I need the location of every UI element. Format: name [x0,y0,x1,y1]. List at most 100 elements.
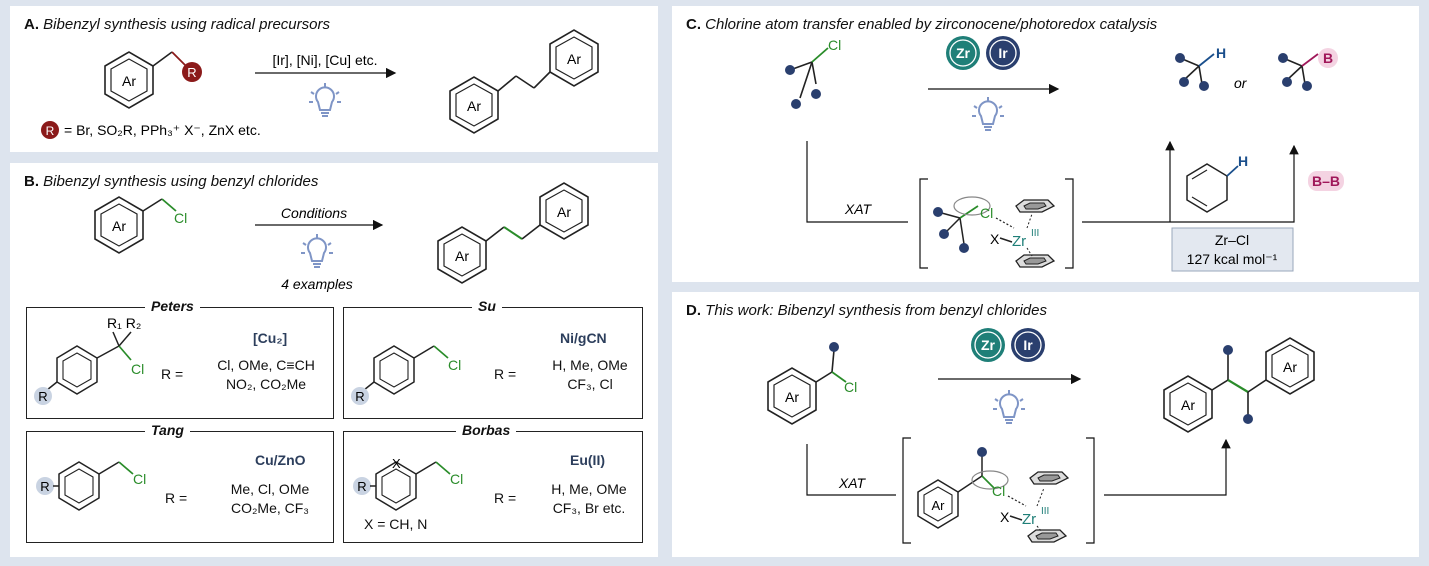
benzyl-r-structure: R Ar [104,51,202,109]
panel-c: C. Chlorine atom transfer enabled by zir… [672,6,1419,282]
svg-text:R: R [357,479,366,494]
svg-text:= Br, SO₂R, PPh₃⁺ X⁻, ZnX etc.: = Br, SO₂R, PPh₃⁺ X⁻, ZnX etc. [64,122,261,138]
tang-label: Tang [145,422,190,438]
peters-r-eq: R = [161,366,184,382]
svg-text:R₁ R₂: R₁ R₂ [107,315,141,331]
svg-text:Ar: Ar [557,204,571,220]
light-bulb-icon [992,389,1026,424]
svg-text:Ar: Ar [467,98,481,114]
panel-d-scheme: Ar Cl Zr Ir Ar [767,328,1315,544]
svg-text:Ar: Ar [1283,359,1297,375]
svg-text:III: III [1031,228,1039,239]
panel-a-title: A. Bibenzyl synthesis using radical prec… [24,16,330,33]
alkyl-chloride-structure: Cl [785,37,841,109]
alkane-product-structure: H [1175,45,1226,91]
panel-d: D. This work: Bibenzyl synthesis from be… [672,292,1419,557]
svg-text:Zr: Zr [1022,511,1036,528]
svg-text:Ir: Ir [1023,337,1033,353]
svg-text:R: R [46,124,55,138]
svg-text:III: III [1041,506,1049,517]
borbas-x-note: X = CH, N [364,516,428,532]
ir-catalyst-icon: Ir [986,36,1020,70]
panel-d-title: D. This work: Bibenzyl synthesis from be… [686,302,1047,319]
light-bulb-icon [971,96,1005,131]
borbas-structure: X R Cl [353,456,463,511]
benzyl-chloride-structure: Ar Cl [94,196,187,254]
boronate-product-structure: B [1278,48,1338,91]
svg-text:Ar: Ar [785,389,799,405]
svg-text:Zr: Zr [956,45,971,61]
svg-text:Conditions: Conditions [281,205,347,221]
svg-text:Ar: Ar [932,498,946,513]
svg-text:Ar: Ar [1181,397,1195,413]
coupling-path [1104,438,1231,496]
zr-catalyst-icon: Zr [971,328,1005,362]
panel-a-scheme: R Ar [Ir], [Ni], [Cu] etc. Ar Ar R = Br,… [41,29,599,139]
svg-text:R: R [40,479,49,494]
borbas-box: Borbas X R Cl X = CH, N Eu(II) R = H, Me… [343,422,643,543]
svg-text:Ar: Ar [567,51,581,67]
su-r-eq: R = [494,366,517,382]
dimethyl-bibenzyl-product-structure: Ar Ar [1163,337,1315,433]
panel-b-title: B. Bibenzyl synthesis using benzyl chlor… [24,173,319,190]
svg-text:B–B: B–B [1312,173,1340,189]
svg-text:X: X [1000,509,1010,525]
light-bulb-icon [308,82,342,117]
svg-text:B: B [1323,50,1333,66]
tang-structure: R Cl [36,461,146,511]
right-bracket [1065,178,1074,269]
svg-text:Cl: Cl [131,361,144,377]
xat-path [806,444,896,496]
peters-structure: R Cl R₁ R₂ [34,315,144,405]
svg-text:or: or [1234,75,1248,91]
panel-b: B. Bibenzyl synthesis using benzyl chlor… [10,163,658,557]
svg-text:XAT: XAT [844,201,873,217]
borbas-catalyst: Eu(II) [570,452,605,468]
light-bulb-icon [300,233,334,268]
svg-text:Zr: Zr [981,337,996,353]
su-structure: R Cl [351,345,461,405]
svg-text:Cl: Cl [828,37,841,53]
peters-catalyst: [Cu₂] [253,330,288,346]
svg-text:Cl: Cl [450,471,463,487]
svg-text:Cl: Cl [174,210,187,226]
svg-text:Cl: Cl [448,357,461,373]
secondary-benzyl-chloride-structure: Ar Cl [767,342,857,425]
svg-text:R: R [187,65,196,80]
r-legend-circle [41,121,59,139]
bond-energy-label: Zr–Cl [1215,232,1249,248]
panel-a: A. Bibenzyl synthesis using radical prec… [10,6,658,152]
svg-text:H: H [1238,153,1248,169]
su-label: Su [472,298,502,314]
zr-intermediate-structure: Cl Zr III X [933,196,1055,268]
right-bracket [1086,437,1095,544]
svg-text:X: X [990,231,1000,247]
svg-text:Cl: Cl [980,205,993,221]
b2-badge [1308,171,1344,191]
tang-catalyst: Cu/ZnO [255,452,306,468]
bibenzyl-product-structure: Ar Ar [437,182,589,284]
left-bracket [919,178,928,269]
svg-text:Ir: Ir [998,45,1008,61]
peters-label: Peters [145,298,200,314]
svg-text:XAT: XAT [838,475,867,491]
svg-text:4 examples: 4 examples [281,276,353,292]
tang-r-eq: R = [165,490,188,506]
svg-text:H: H [1216,45,1226,61]
svg-text:Cl: Cl [844,379,857,395]
svg-text:R: R [38,389,47,404]
panel-c-title: C. Chlorine atom transfer enabled by zir… [686,16,1158,33]
peters-box: Peters R Cl R₁ R₂ [Cu₂] R = Cl, OMe, C≡C… [26,298,334,419]
bond-energy-value: 127 kcal mol⁻¹ [1187,251,1278,267]
svg-text:Ar: Ar [112,218,126,234]
bond-energy-box [1171,227,1294,272]
svg-text:Cl: Cl [992,483,1005,499]
su-catalyst: Ni/gCN [560,330,607,346]
ir-catalyst-icon: Ir [1011,328,1045,362]
